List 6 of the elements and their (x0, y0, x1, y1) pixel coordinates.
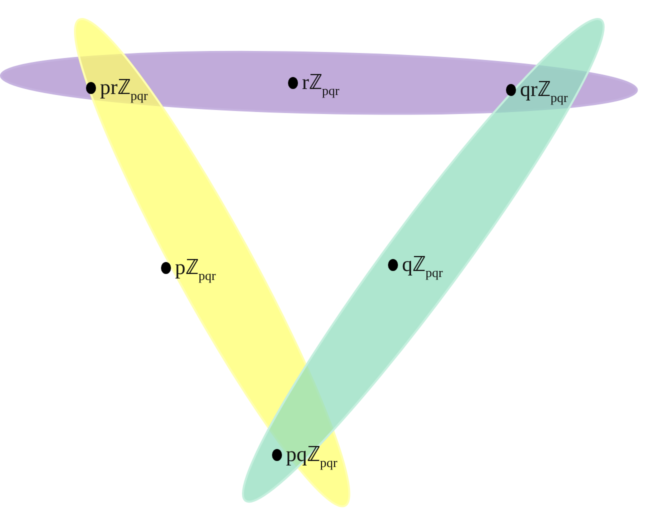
point-label: pℤ$_{pqr}$ (174, 254, 216, 284)
point-label: qrℤ$_{pqr}$ (520, 76, 568, 106)
point-label: pqℤ$_{pqr}$ (286, 441, 338, 471)
point-label: qℤ$_{pqr}$ (402, 250, 443, 281)
point-label: rℤ$_{pqr}$ (302, 68, 340, 99)
point-label: prℤ$_{pqr}$ (100, 74, 148, 104)
